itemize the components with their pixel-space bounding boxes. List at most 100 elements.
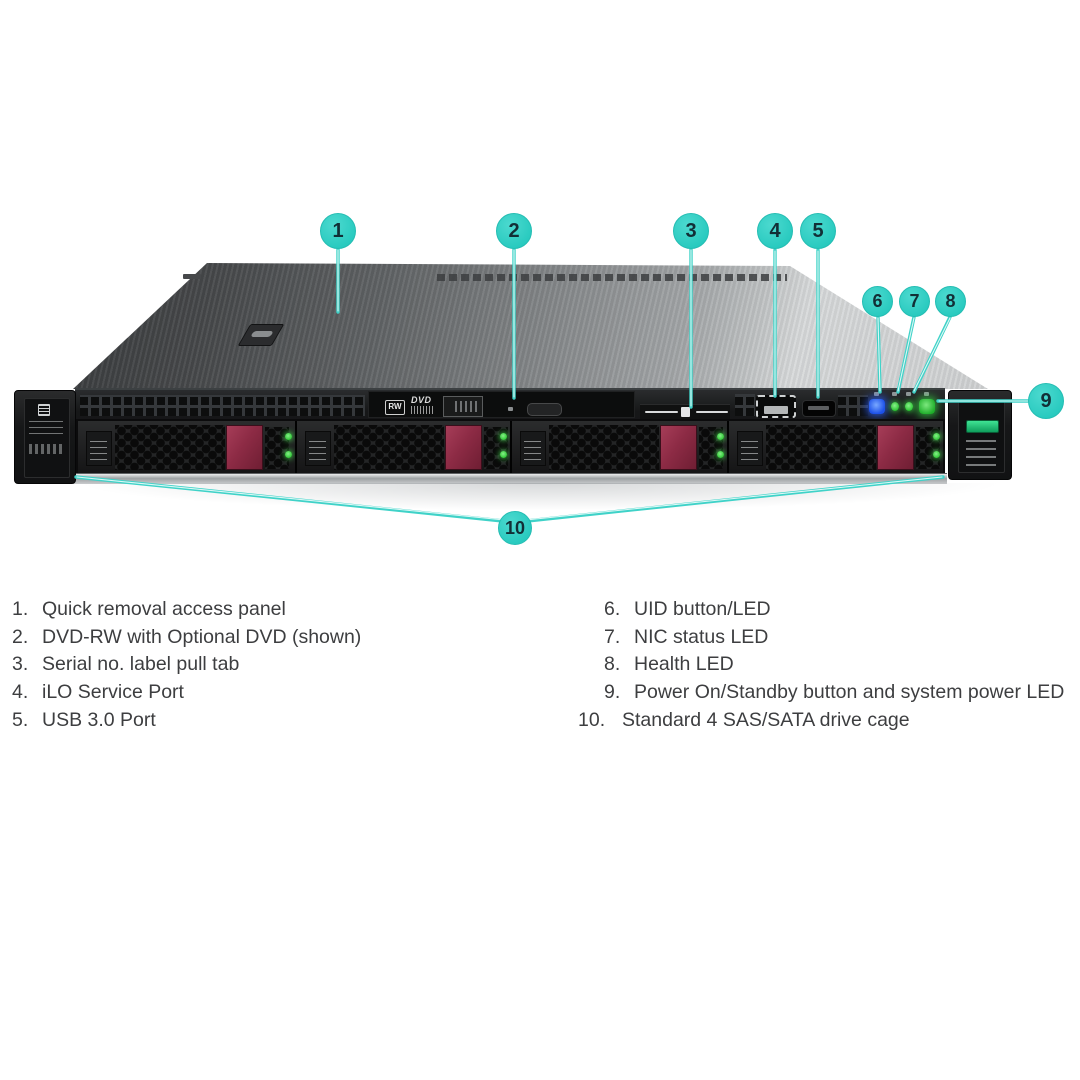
drive-status-led [933, 433, 940, 440]
dvd-activity-led [508, 407, 513, 411]
front-vent-grid-right [838, 395, 868, 416]
callout-5: 5 [800, 213, 836, 249]
legend-item-7: 7. NIC status LED [578, 626, 1064, 654]
legend-number: 9. [604, 681, 621, 704]
drive-activity-led [500, 451, 507, 458]
hpe-logo-icon [966, 420, 999, 433]
drive-label [520, 431, 546, 466]
legend-label: Health LED [634, 653, 734, 676]
drive-activity-led [285, 451, 292, 458]
dvd-barcode-label [411, 406, 435, 414]
uid-button-led [869, 399, 885, 414]
legend-label: NIC status LED [634, 625, 769, 648]
callout-8: 8 [935, 286, 966, 317]
legend-number: 1. [12, 598, 29, 620]
legend-left-column: 1. Quick removal access panel 2. DVD-RW … [12, 598, 361, 736]
drop-shadow [40, 483, 1040, 513]
left-ear-label [29, 420, 63, 434]
proliant-model-label [966, 440, 996, 466]
drive-activity-led [717, 451, 724, 458]
front-vent-grid-left [80, 395, 365, 416]
drive-vent-hex [334, 425, 444, 470]
legend-item-4: 4. iLO Service Port [12, 681, 361, 709]
callout-6: 6 [862, 286, 893, 317]
uid-icon [874, 392, 879, 396]
legend-number: 6. [604, 598, 621, 620]
legend-number: 3. [12, 653, 29, 676]
drive-cage [75, 419, 945, 475]
legend-item-5: 5. USB 3.0 Port [12, 709, 361, 737]
chassis-bottom-rail [73, 473, 947, 484]
legend-label: Serial no. label pull tab [42, 653, 240, 676]
drive-vent-hex [549, 425, 659, 470]
legend-label: USB 3.0 Port [42, 708, 156, 731]
legend-item-6: 6. UID button/LED [578, 598, 1064, 626]
legend-item-1: 1. Quick removal access panel [12, 598, 361, 626]
drive-vent-hex [766, 425, 876, 470]
legend-item-9: 9. Power On/Standby button and system po… [578, 681, 1064, 709]
drive-release-latch [877, 425, 914, 470]
usb-port-tongue [808, 406, 829, 410]
power-on-standby-button [919, 399, 935, 414]
health-icon [906, 392, 911, 396]
drive-activity-led [933, 451, 940, 458]
legend-label: UID button/LED [634, 598, 771, 620]
legend-label: Quick removal access panel [42, 598, 286, 620]
drive-release-latch [660, 425, 697, 470]
serial-label-pull-tab [640, 404, 730, 419]
pull-tab-line [696, 411, 728, 413]
drive-status-led [717, 433, 724, 440]
legend-label: iLO Service Port [42, 681, 184, 704]
drive-bay-1 [78, 421, 295, 473]
callout-leader-lines [74, 247, 1031, 523]
callout-1: 1 [320, 213, 356, 249]
drive-label [737, 431, 763, 466]
drive-bay-4 [727, 421, 943, 473]
pull-tab-icon [681, 407, 690, 417]
drive-label [305, 431, 331, 466]
callout-4: 4 [757, 213, 793, 249]
server-front-panel: RW DVD [75, 388, 945, 475]
drive-label [86, 431, 112, 466]
callout-10: 10 [498, 511, 532, 545]
drive-bay-3 [510, 421, 727, 473]
legend-label: Standard 4 SAS/SATA drive cage [622, 708, 910, 731]
legend-number: 2. [12, 625, 29, 648]
right-ear-bezel [958, 400, 1005, 473]
callout-2: 2 [496, 213, 532, 249]
callout-7: 7 [899, 286, 930, 317]
power-icon [924, 392, 929, 396]
hpe-mark-icon [38, 404, 50, 416]
legend-item-10: 10. Standard 4 SAS/SATA drive cage [578, 709, 1064, 737]
legend-item-2: 2. DVD-RW with Optional DVD (shown) [12, 626, 361, 654]
callout-9: 9 [1028, 383, 1064, 419]
rw-logo: RW [385, 400, 405, 415]
nic-status-led [891, 402, 899, 411]
drive-release-latch [226, 425, 263, 470]
callout-3: 3 [673, 213, 709, 249]
legend-item-8: 8. Health LED [578, 653, 1064, 681]
ilo-port-connector [764, 406, 788, 414]
legend-number: 7. [604, 625, 621, 648]
dvd-rw-drive: RW DVD [368, 391, 635, 418]
pull-tab-line [645, 411, 678, 413]
top-rear-vent-dash [183, 274, 201, 279]
nic-icon [892, 392, 897, 396]
drive-vent-hex [115, 425, 225, 470]
dvd-logo: DVD [411, 395, 432, 405]
top-rear-vent-dashes [437, 274, 787, 281]
drive-bay-2 [295, 421, 510, 473]
front-vent-grid-mid [735, 394, 755, 416]
legend-number: 5. [12, 708, 29, 731]
legend-label: Power On/Standby button and system power… [634, 681, 1065, 704]
legend-item-3: 3. Serial no. label pull tab [12, 653, 361, 681]
legend-number: 10. [578, 708, 606, 731]
health-led [905, 402, 913, 411]
legend-number: 8. [604, 653, 621, 676]
legend-label: DVD-RW with Optional DVD (shown) [42, 625, 362, 648]
legend-number: 4. [12, 681, 29, 704]
dvd-certification-label [443, 396, 483, 417]
drive-status-led [285, 433, 292, 440]
drive-release-latch [445, 425, 482, 470]
